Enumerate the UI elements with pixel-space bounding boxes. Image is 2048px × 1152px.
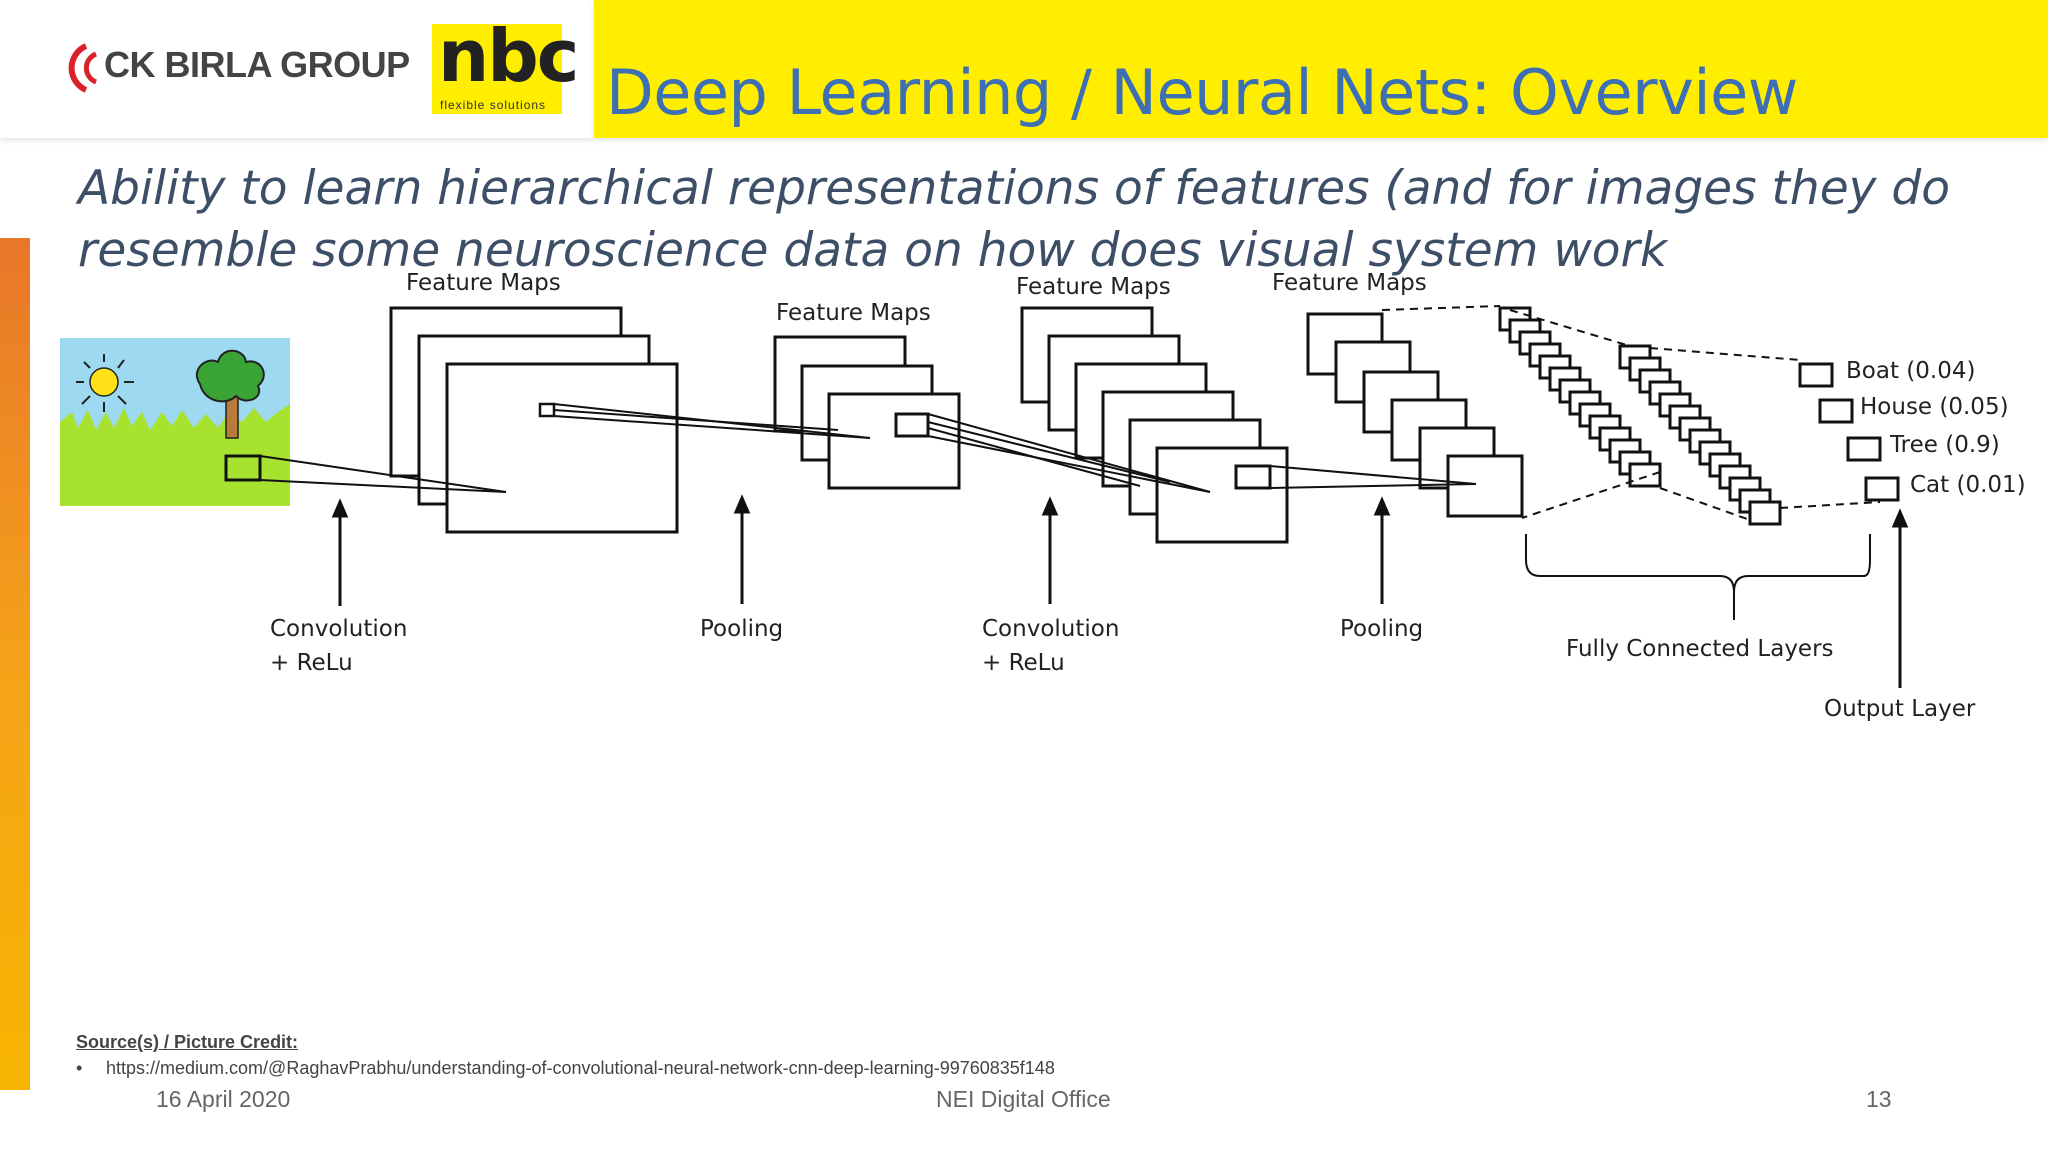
- fc-layer-columns: [1498, 306, 1782, 526]
- nbc-logo: nbc flexible solutions: [432, 14, 579, 114]
- nbc-logo-tagline: flexible solutions: [440, 98, 547, 112]
- fc-brace: [1525, 534, 1871, 620]
- stage-label-pooling-2: Pooling: [1340, 616, 1424, 642]
- cnn-diagram: Feature Maps Feature Maps Feature Maps F…: [40, 262, 2030, 742]
- feature-map-stacks: [389, 306, 1524, 544]
- feature-maps-label-3: Feature Maps: [1016, 274, 1171, 300]
- output-label-boat: Boat (0.04): [1846, 358, 1976, 384]
- fc-dashed-connectors: [1381, 305, 1881, 521]
- slide-title: Deep Learning / Neural Nets: Overview: [606, 56, 1798, 129]
- footer-office: NEI Digital Office: [936, 1086, 1111, 1112]
- output-label-house: House (0.05): [1860, 394, 2009, 420]
- header-title-band: [594, 0, 2048, 138]
- source-heading: Source(s) / Picture Credit:: [76, 1032, 299, 1052]
- source-bullet: •: [76, 1058, 83, 1078]
- accent-bar: [0, 238, 30, 1090]
- source-link[interactable]: https://medium.com/@RaghavPrabhu/underst…: [106, 1058, 1055, 1078]
- output-label-tree: Tree (0.9): [1890, 432, 2000, 458]
- ck-birla-logo: CK BIRLA GROUP: [56, 40, 416, 96]
- stage-arrows: [331, 494, 1909, 688]
- stage-label-convolution-1: Convolution+ ReLu: [270, 616, 408, 676]
- stage-label-convolution-2: Convolution+ ReLu: [982, 616, 1120, 676]
- header-logo-area: CK BIRLA GROUP nbc flexible solutions: [0, 0, 594, 138]
- stage-label-pooling-1: Pooling: [700, 616, 784, 642]
- kernel-projections: [259, 402, 1477, 493]
- slide-subtitle: Ability to learn hierarchical representa…: [78, 161, 1950, 278]
- footer-page-number: 13: [1866, 1086, 1892, 1112]
- feature-maps-label-4: Feature Maps: [1272, 270, 1427, 296]
- nbc-logo-text: nbc: [438, 14, 579, 98]
- feature-maps-label-2: Feature Maps: [776, 300, 931, 326]
- output-layer-label: Output Layer: [1824, 696, 1976, 722]
- input-image: [60, 338, 290, 506]
- output-neurons: [1798, 362, 1900, 502]
- feature-maps-label-1: Feature Maps: [406, 270, 561, 296]
- cnn-diagram-graphic: [60, 305, 1909, 688]
- ck-birla-text: CK BIRLA GROUP: [104, 44, 410, 85]
- source-item: • https://medium.com/@RaghavPrabhu/unders…: [76, 1058, 1055, 1079]
- output-label-cat: Cat (0.01): [1910, 472, 2026, 498]
- ck-arc-icon: [68, 43, 98, 93]
- footer-date: 16 April 2020: [156, 1086, 291, 1112]
- fully-connected-label: Fully Connected Layers: [1566, 636, 1834, 662]
